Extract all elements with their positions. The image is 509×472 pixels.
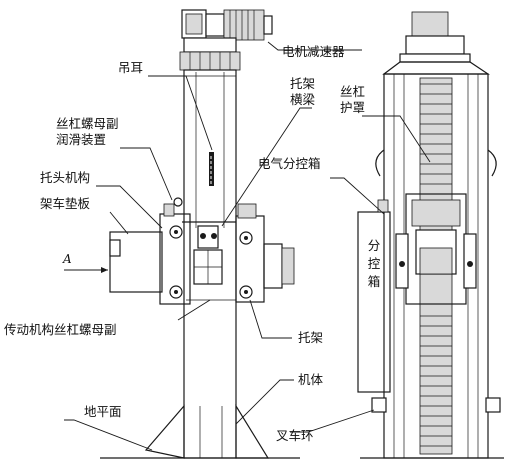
label-ground: 地平面 [84, 404, 122, 419]
label-screw-guard-2: 护罩 [340, 100, 365, 115]
fork-rings [371, 397, 501, 413]
motor-reducer [179, 9, 273, 71]
label-elec-box: 电气分控箱 [258, 156, 321, 171]
leader-lines [64, 41, 431, 451]
label-head-mechanism: 托头机构 [40, 170, 90, 185]
label-fork-ring: 叉车环 [276, 428, 314, 443]
motor-top [411, 11, 449, 37]
sub-box-char-2: 控 [368, 256, 381, 271]
label-bracket-beam-1: 托架 [290, 76, 315, 91]
front-view: 分 控 箱 [357, 11, 504, 459]
view-arrow-label: A [62, 252, 72, 266]
lifting-lug [209, 152, 214, 186]
label-lifting-lug: 吊耳 [118, 60, 143, 75]
sub-control-box: 分 控 箱 [357, 199, 391, 393]
label-screw-guard-1: 丝杠 [340, 84, 365, 99]
label-frame-pad: 架车垫板 [40, 196, 91, 211]
labels: 电机减速器 吊耳 丝杠螺母副 润滑装置 托头机构 架车垫板 托架 横梁 丝杠 护… [4, 44, 365, 443]
sub-box-char-1: 分 [368, 238, 381, 253]
label-bracket-beam-2: 横梁 [290, 92, 316, 107]
side-view: A [62, 9, 300, 459]
view-arrow: A [62, 252, 108, 273]
label-nut-lube-2: 润滑装置 [56, 132, 106, 147]
label-motor-reducer: 电机减速器 [282, 44, 345, 59]
column-base [100, 403, 300, 459]
label-nut-lube-1: 丝杠螺母副 [56, 116, 119, 131]
carriage [109, 197, 295, 305]
label-bracket: 托架 [298, 330, 323, 345]
sub-box-char-3: 箱 [368, 274, 381, 289]
label-drive-screw-nut: 传动机构丝杠螺母副 [4, 322, 117, 337]
front-carriage [395, 193, 477, 305]
label-body: 机体 [298, 372, 324, 387]
